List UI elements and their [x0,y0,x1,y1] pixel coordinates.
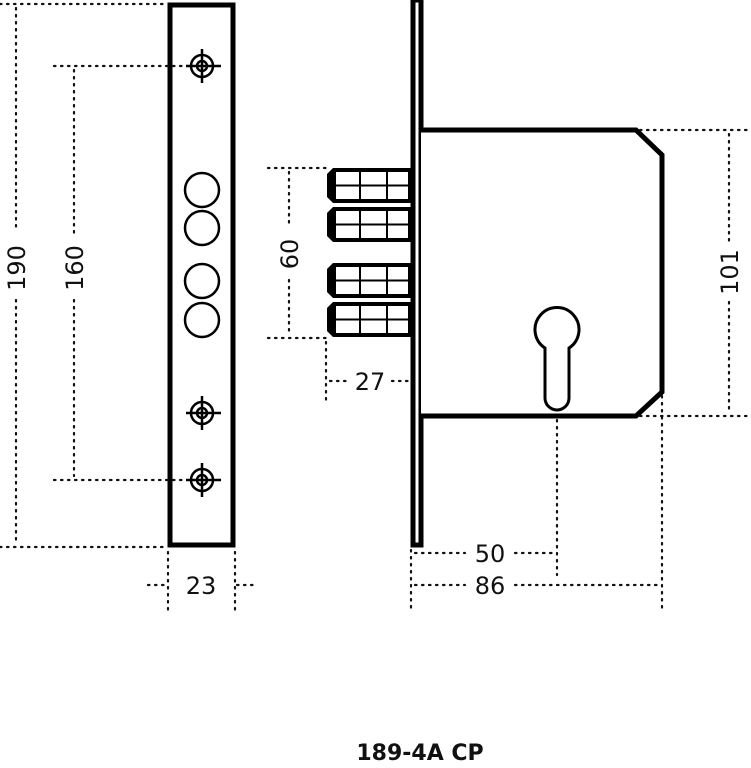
dimension-86: 86 [413,394,664,610]
faceplate-front-view [167,2,236,548]
dimension-23: 23 [146,550,260,612]
dimension-101: 101 [638,128,751,418]
dimension-50: 50 [409,418,559,610]
lock-body [421,127,665,419]
dimension-160: 160 [52,64,188,482]
dimension-label: 60 [276,239,304,270]
dimension-190: 190 [0,2,170,549]
dimension-label: 27 [355,368,386,396]
bolt-hole [183,171,221,209]
bolt-hole [183,209,221,247]
dimension-label: 190 [3,245,31,291]
dimension-label: 23 [186,572,217,600]
screw-hole-top [186,49,221,83]
dimension-label: 50 [475,540,506,568]
screw-hole-bottom [186,463,221,497]
lock-side-view [326,0,665,548]
front-plate [410,0,424,548]
faceplate-outline [167,2,236,548]
bolts [326,168,412,338]
dimension-60: 60 [266,166,328,340]
dimension-label: 86 [475,572,506,600]
bolt-hole [183,301,221,339]
dimension-label: 160 [61,245,89,291]
cylinder-keyhole [533,306,581,412]
screw-hole-middle [186,396,221,430]
dimension-label: 101 [716,249,744,295]
dimension-27: 27 [324,340,410,407]
bolt-hole [183,262,221,300]
model-title: 189-4A CP [356,741,483,766]
